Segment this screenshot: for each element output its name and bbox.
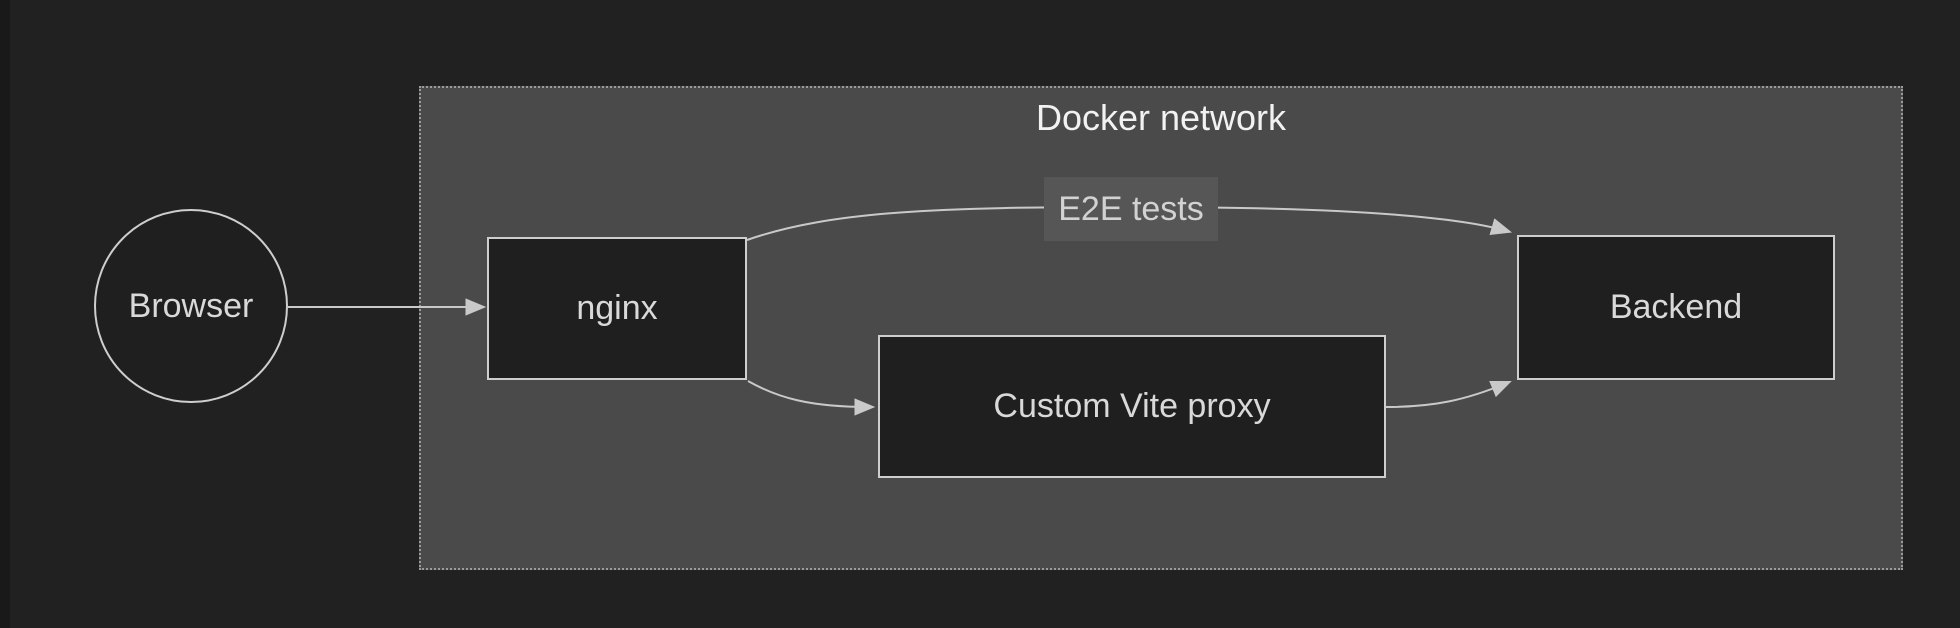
- node-custom-vite-proxy: Custom Vite proxy: [878, 335, 1386, 478]
- node-backend: Backend: [1517, 235, 1835, 380]
- docker-network-title: Docker network: [1035, 97, 1287, 138]
- edge-label-e2e-tests: E2E tests: [1044, 177, 1218, 241]
- node-custom-vite-proxy-label: Custom Vite proxy: [993, 387, 1271, 425]
- window-edge-strip: [0, 0, 10, 628]
- node-browser-label: Browser: [128, 286, 254, 325]
- edge-label-e2e-tests-text: E2E tests: [1058, 189, 1204, 228]
- node-nginx: nginx: [487, 237, 747, 380]
- node-backend-label: Backend: [1609, 288, 1743, 326]
- node-browser: Browser: [94, 209, 288, 403]
- node-nginx-label: nginx: [576, 289, 658, 327]
